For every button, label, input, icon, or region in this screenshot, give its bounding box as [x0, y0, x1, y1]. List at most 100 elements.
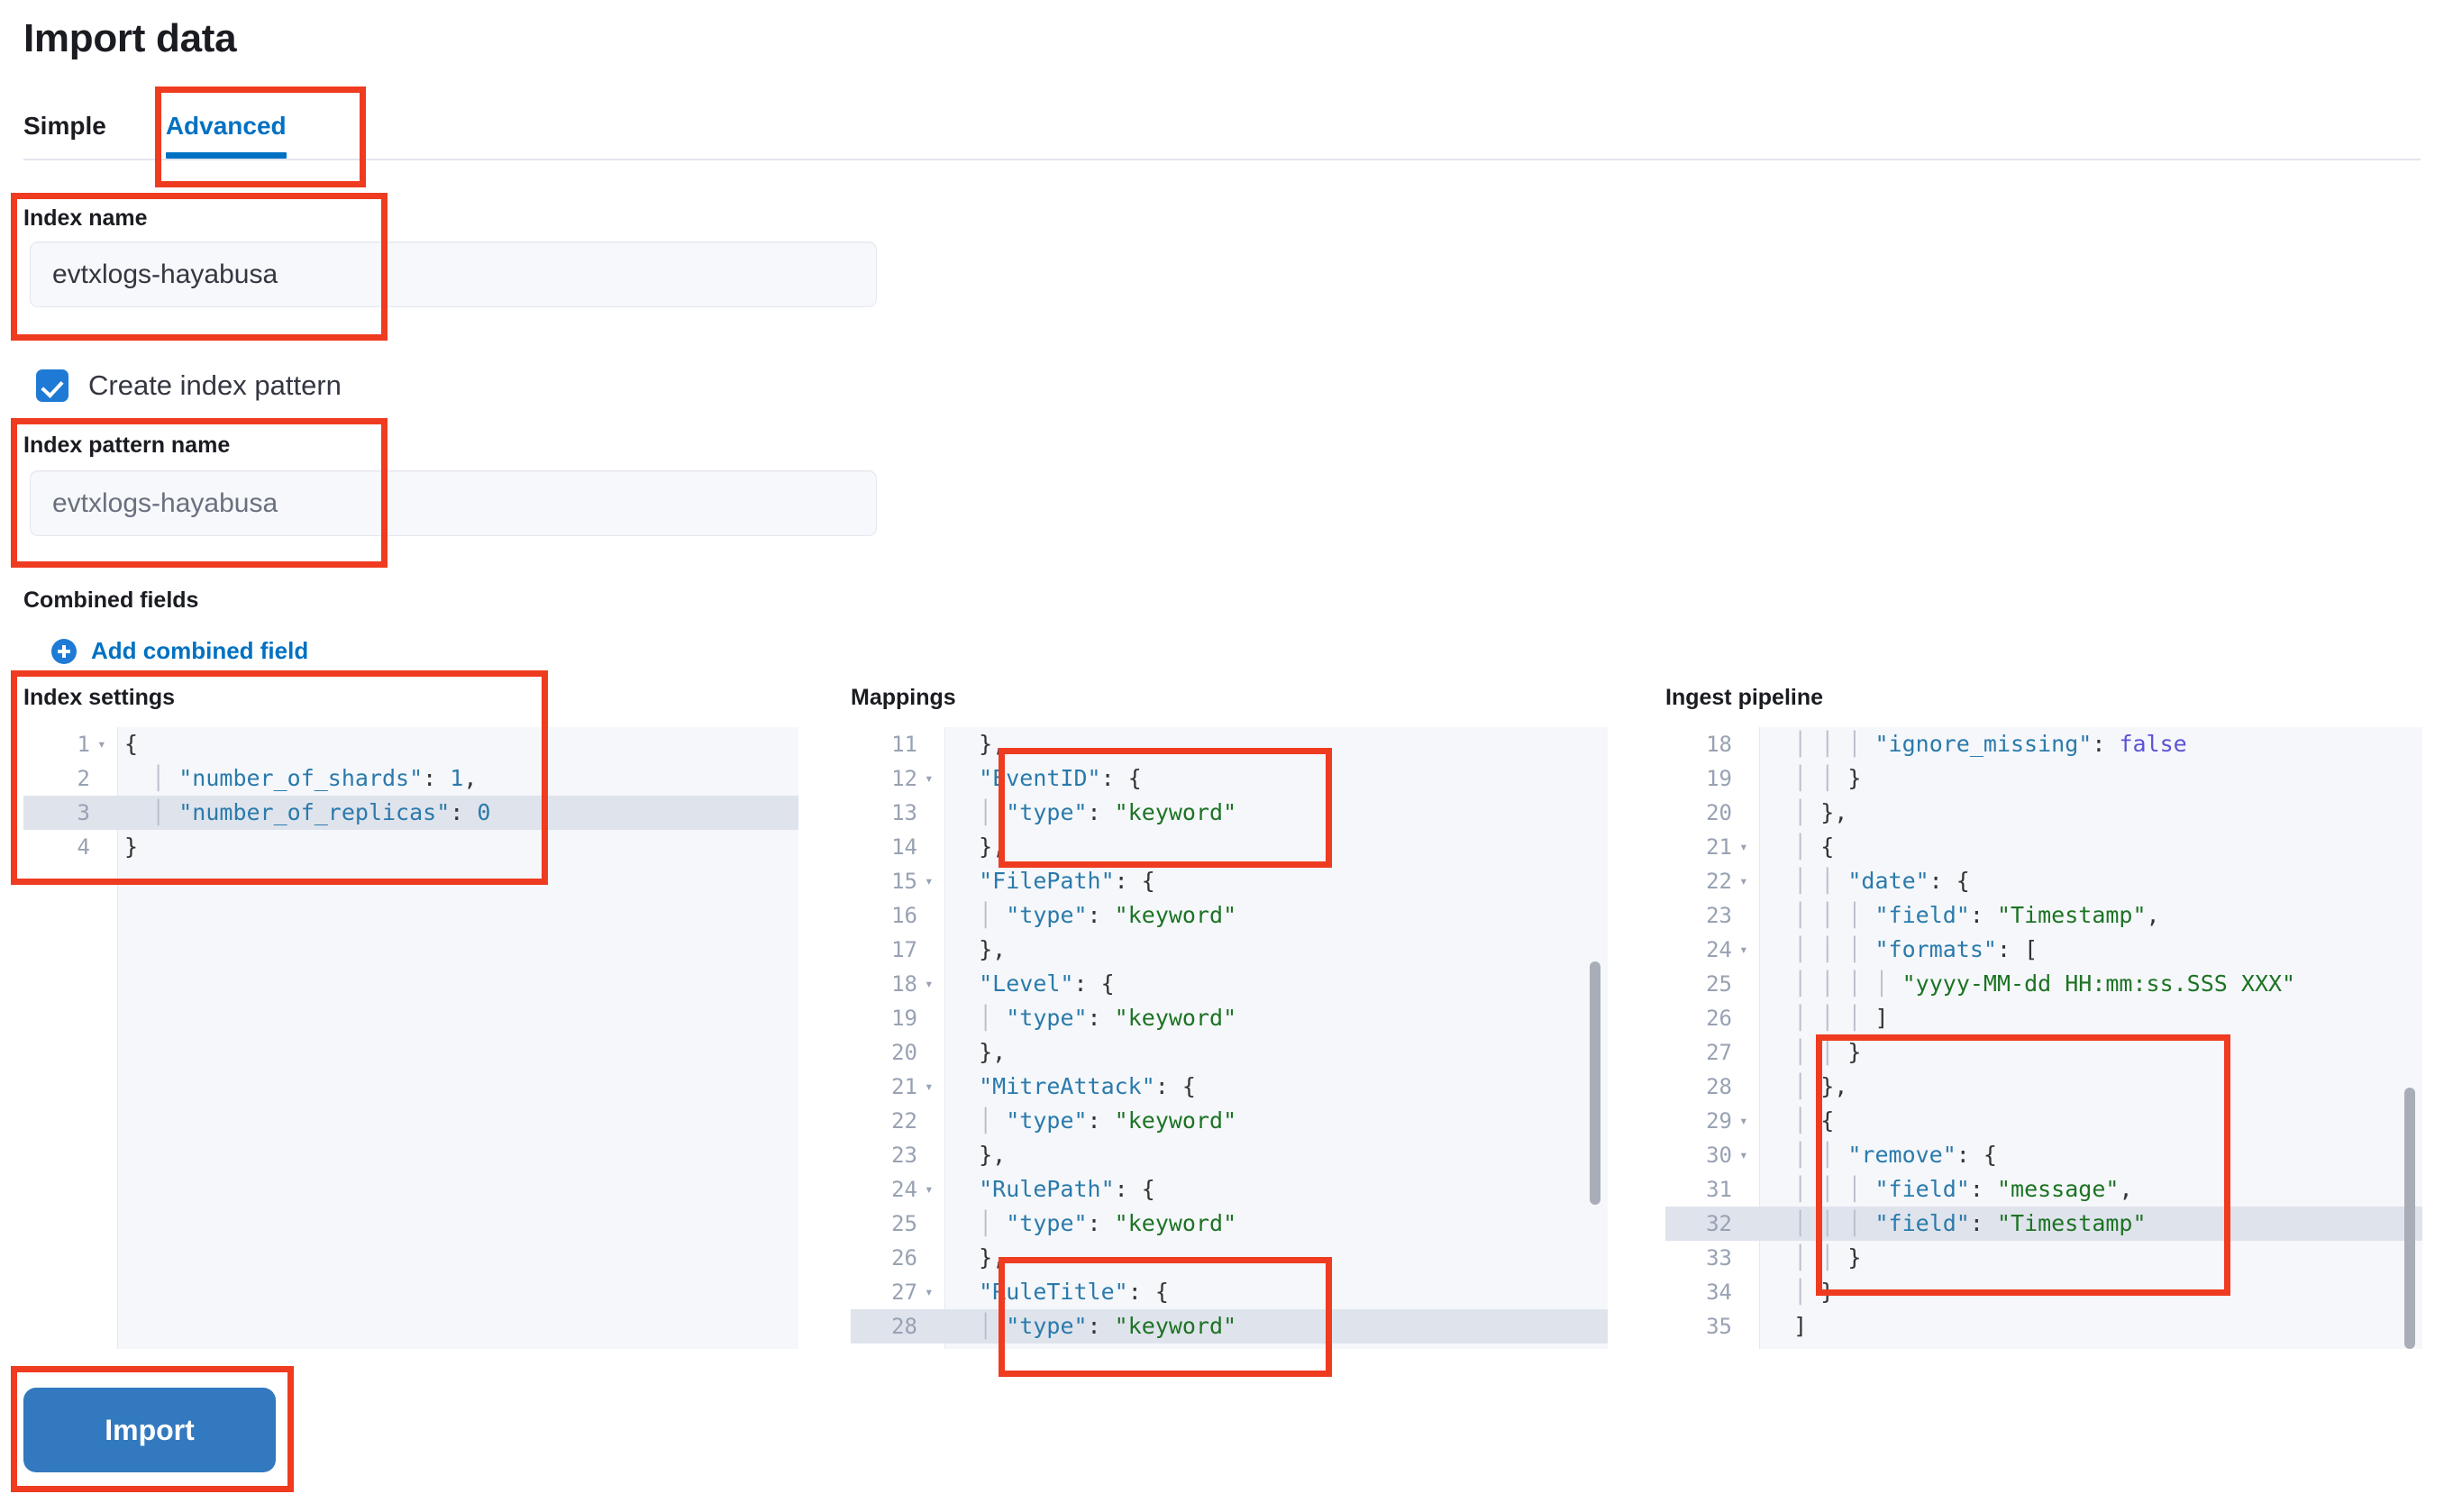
- create-index-pattern-checkbox[interactable]: [36, 369, 68, 402]
- line-number: 15: [891, 869, 917, 894]
- code-text: },: [979, 833, 1007, 860]
- index-settings-editor[interactable]: 1▾{2 │ "number_of_shards": 1,3 │ "number…: [23, 727, 798, 1349]
- code-text: │ "type": "keyword": [979, 1210, 1237, 1236]
- ingest-pipeline-scrollbar[interactable]: [2404, 1088, 2415, 1349]
- code-line: 4}: [23, 830, 798, 864]
- index-settings-panel: Index settings 1▾{2 │ "number_of_shards"…: [23, 685, 798, 1349]
- code-text: │ │ }: [1793, 1244, 1862, 1271]
- create-index-pattern-label: Create index pattern: [88, 369, 342, 401]
- line-number: 34: [1706, 1280, 1732, 1305]
- line-number: 28: [891, 1314, 917, 1339]
- line-number: 22: [891, 1108, 917, 1134]
- code-line: 13 │ "type": "keyword": [851, 796, 1608, 830]
- code-text: │ │ │ "field": "Timestamp": [1793, 1210, 2147, 1236]
- fold-toggle-icon[interactable]: ▾: [1739, 941, 1748, 958]
- line-number: 23: [1706, 903, 1732, 928]
- code-text: │ "type": "keyword": [979, 1313, 1237, 1339]
- line-number: 21: [1706, 834, 1732, 860]
- line-number: 29: [1706, 1108, 1732, 1134]
- code-text: │ "number_of_shards": 1,: [151, 765, 478, 791]
- line-number: 3: [77, 800, 90, 825]
- fold-toggle-icon[interactable]: ▾: [925, 975, 934, 992]
- line-number: 17: [891, 937, 917, 962]
- code-line: 24▾ "RulePath": {: [851, 1172, 1608, 1207]
- fold-toggle-icon[interactable]: ▾: [1739, 1146, 1748, 1163]
- code-line: 30▾ │ │ "remove": {: [1665, 1138, 2422, 1172]
- code-text: },: [979, 1039, 1007, 1065]
- line-number: 27: [1706, 1040, 1732, 1065]
- code-line: 21 ▾ "MitreAttack": {: [851, 1070, 1608, 1104]
- code-text: },: [979, 1142, 1007, 1168]
- fold-toggle-icon[interactable]: ▾: [1739, 872, 1748, 889]
- line-number: 1: [77, 732, 90, 757]
- code-line: 35 ]: [1665, 1309, 2422, 1343]
- code-line: 19 │ │ }: [1665, 761, 2422, 796]
- line-number: 14: [891, 834, 917, 860]
- create-index-pattern-row[interactable]: Create index pattern: [36, 369, 342, 402]
- fold-toggle-icon[interactable]: ▾: [1739, 838, 1748, 855]
- import-button[interactable]: Import: [23, 1388, 276, 1472]
- fold-toggle-icon[interactable]: ▾: [925, 770, 934, 787]
- code-text: │ {: [1793, 833, 1835, 860]
- fold-toggle-icon[interactable]: ▾: [925, 1078, 934, 1095]
- line-number: 13: [891, 800, 917, 825]
- code-line: 25 │ │ │ │ "yyyy-MM-dd HH:mm:ss.SSS XXX": [1665, 967, 2422, 1001]
- code-text: │ │ "date": {: [1793, 868, 1970, 894]
- code-line: 16 │ "type": "keyword": [851, 898, 1608, 933]
- add-combined-field-button[interactable]: Add combined field: [51, 637, 308, 665]
- line-number: 24: [1706, 937, 1732, 962]
- code-line: 11 },: [851, 727, 1608, 761]
- line-number: 12: [891, 766, 917, 791]
- mappings-editor[interactable]: 11 },12▾ "EventID": {13 │ "type": "keywo…: [851, 727, 1608, 1349]
- code-text: │ }: [1793, 1279, 1835, 1305]
- code-line: 22▾ │ │ "date": {: [1665, 864, 2422, 898]
- index-settings-title: Index settings: [23, 685, 176, 710]
- code-line: 12▾ "EventID": {: [851, 761, 1608, 796]
- code-line: 25 │ "type": "keyword": [851, 1207, 1608, 1241]
- line-number: 31: [1706, 1177, 1732, 1202]
- code-line: 28 │ "type": "keyword": [851, 1309, 1608, 1343]
- code-line: 1▾{: [23, 727, 798, 761]
- code-text: "MitreAttack": {: [979, 1073, 1196, 1099]
- line-number: 21: [891, 1074, 917, 1099]
- index-pattern-name-input[interactable]: evtxlogs-hayabusa: [30, 470, 877, 536]
- code-line: 32 │ │ │ "field": "Timestamp": [1665, 1207, 2422, 1241]
- code-text: │ │ │ ]: [1793, 1005, 1889, 1031]
- line-number: 18: [1706, 732, 1732, 757]
- code-text: │ │ "remove": {: [1793, 1142, 1997, 1168]
- code-text: }: [1766, 1343, 2422, 1349]
- code-text: │ },: [1793, 1073, 1848, 1099]
- fold-toggle-icon[interactable]: ▾: [925, 872, 934, 889]
- code-text: │ {: [1793, 1107, 1835, 1134]
- index-name-input[interactable]: evtxlogs-hayabusa: [30, 241, 877, 307]
- tab-advanced[interactable]: Advanced: [133, 114, 319, 159]
- mappings-scrollbar[interactable]: [1590, 961, 1600, 1205]
- fold-toggle-icon[interactable]: ▾: [925, 1283, 934, 1300]
- ingest-pipeline-panel: Ingest pipeline 18 │ │ │ "ignore_missing…: [1665, 685, 2422, 1349]
- code-text: │ "type": "keyword": [979, 902, 1237, 928]
- fold-toggle-icon[interactable]: ▾: [925, 1180, 934, 1198]
- code-line: 29 },: [851, 1343, 1608, 1349]
- code-text: },: [979, 1244, 1007, 1271]
- mappings-code[interactable]: 11 },12▾ "EventID": {13 │ "type": "keywo…: [851, 727, 1608, 1349]
- tab-simple[interactable]: Simple: [23, 112, 106, 140]
- fold-toggle-icon[interactable]: ▾: [1739, 1112, 1748, 1129]
- code-text: },: [952, 1343, 1608, 1349]
- code-text: │ │ │ │ "yyyy-MM-dd HH:mm:ss.SSS XXX": [1793, 970, 2296, 997]
- line-number: 35: [1706, 1314, 1732, 1339]
- code-line: 21 ▾ │ {: [1665, 830, 2422, 864]
- index-name-label: Index name: [23, 205, 148, 231]
- fold-toggle-icon[interactable]: ▾: [97, 735, 106, 752]
- line-number: 11: [891, 732, 917, 757]
- code-line: 14 },: [851, 830, 1608, 864]
- code-text: }: [124, 833, 139, 860]
- index-settings-code[interactable]: 1▾{2 │ "number_of_shards": 1,3 │ "number…: [23, 727, 798, 864]
- code-text: │ "type": "keyword": [979, 1005, 1237, 1031]
- line-number: 2: [77, 766, 90, 791]
- code-line: 33 │ │ }: [1665, 1241, 2422, 1275]
- line-number: 27: [891, 1280, 917, 1305]
- page-title: Import data: [23, 16, 237, 60]
- line-number: 29: [851, 1343, 917, 1349]
